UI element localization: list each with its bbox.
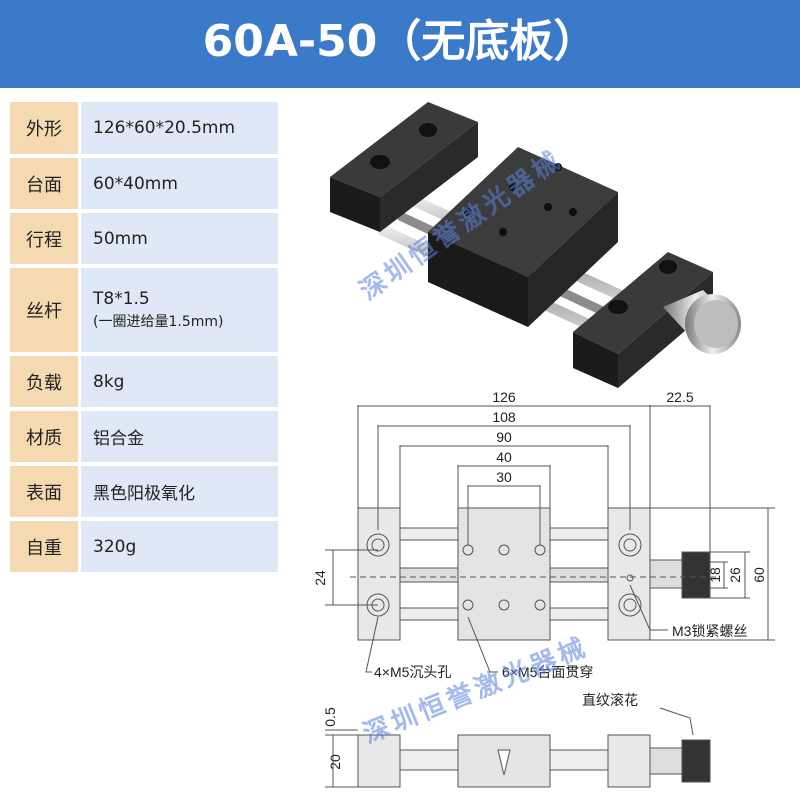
carriage-front	[428, 232, 528, 327]
spec-key: 丝杆	[10, 268, 78, 352]
product-photo	[330, 102, 741, 388]
spec-value-text: 60*40mm	[93, 173, 178, 194]
carriage-top	[428, 147, 618, 277]
spec-key: 材质	[10, 411, 78, 462]
spec-value: 320g	[81, 521, 278, 572]
spec-value-text: 320g	[93, 536, 137, 557]
spec-row-weight: 自重 320g	[10, 521, 278, 572]
spec-value-text: 126*60*20.5mm	[93, 118, 236, 138]
spec-key: 台面	[10, 158, 78, 209]
end-block-front	[330, 177, 380, 232]
dim-24: 24	[312, 570, 328, 586]
dim-22-5: 22.5	[666, 389, 693, 405]
dim-20: 20	[327, 754, 343, 770]
dim-26: 26	[727, 567, 743, 583]
dim-90: 90	[496, 429, 512, 445]
spec-row-size: 外形 126*60*20.5mm	[10, 102, 278, 154]
mount-hole	[419, 123, 437, 137]
callout-knurl: 直纹滚花	[582, 692, 638, 708]
dim-126: 126	[492, 389, 516, 405]
end-block-right-outline	[607, 507, 651, 641]
spec-key: 表面	[10, 466, 78, 517]
spec-value-text: T8*1.5	[93, 289, 150, 309]
spec-value: 黑色阳极氧化	[81, 466, 278, 517]
spec-row-table: 台面 60*40mm	[10, 158, 278, 209]
spec-value: 50mm	[81, 213, 278, 264]
spec-value: 60*40mm	[81, 158, 278, 209]
end-block-front	[573, 332, 618, 388]
spec-row-screw: 丝杆 T8*1.5 (一圈进给量1.5mm)	[10, 268, 278, 352]
spec-row-surface: 表面 黑色阳极氧化	[10, 466, 278, 517]
spec-key: 自重	[10, 521, 78, 572]
spec-key: 负载	[10, 356, 78, 407]
spec-value-text: 50mm	[93, 228, 148, 249]
spec-key: 行程	[10, 213, 78, 264]
spec-table: 外形 126*60*20.5mm 台面 60*40mm 行程 50mm 丝杆 T…	[10, 102, 278, 576]
callout-m5-counterbore: 4×M5沉头孔	[374, 664, 451, 680]
spec-row-stroke: 行程 50mm	[10, 213, 278, 264]
spec-value-text: 8kg	[93, 371, 125, 392]
knob-outline	[681, 551, 711, 599]
spec-row-load: 负载 8kg	[10, 356, 278, 407]
carriage-side	[528, 192, 618, 327]
dim-18: 18	[707, 567, 723, 583]
spec-value: T8*1.5 (一圈进给量1.5mm)	[81, 268, 278, 352]
page-title: 60A-50（无底板）	[0, 0, 800, 88]
end-block-side	[380, 122, 478, 232]
spec-row-material: 材质 铝合金	[10, 411, 278, 462]
spec-key: 外形	[10, 102, 78, 154]
dim-0-5: 0.5	[322, 707, 338, 727]
spec-value: 8kg	[81, 356, 278, 407]
spec-value: 126*60*20.5mm	[81, 102, 278, 154]
dim-108: 108	[492, 409, 516, 425]
end-block-top	[330, 102, 478, 197]
spec-value: 铝合金	[81, 411, 278, 462]
spec-value-text: 黑色阳极氧化	[93, 484, 195, 504]
dim-30: 30	[496, 469, 512, 485]
callout-m3-screw: M3锁紧螺丝	[672, 623, 747, 639]
spec-value-text: 铝合金	[93, 429, 144, 449]
callout-m5-through: 6×M5台面贯穿	[502, 664, 593, 680]
end-block-top	[573, 252, 713, 354]
spec-value-note: (一圈进给量1.5mm)	[93, 314, 224, 330]
dimension-drawing: 126 22.5 108 90 40 30 24 18 26 60 0.5 20…	[312, 389, 775, 788]
end-block-left-outline	[357, 507, 401, 641]
dim-60: 60	[751, 567, 767, 583]
mount-hole	[370, 155, 390, 169]
dim-40: 40	[496, 449, 512, 465]
knob-shaft	[649, 559, 683, 589]
carriage-outline	[457, 507, 551, 641]
